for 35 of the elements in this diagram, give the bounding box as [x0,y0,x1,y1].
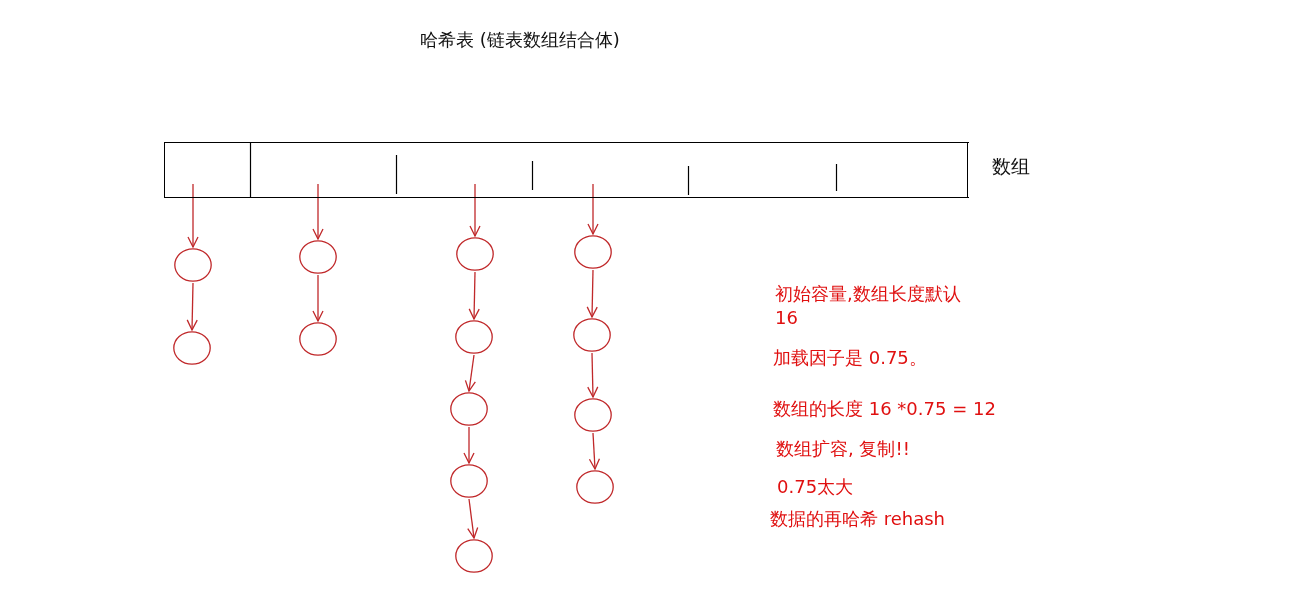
arrow [588,432,601,470]
arrow [464,354,476,392]
arrow [312,183,324,240]
note-text: 数组的长度 16 *0.75 = 12 [773,397,996,421]
list-node-circle [576,470,614,504]
list-node-circle [455,320,493,354]
arrow [587,352,599,398]
arrow [468,271,480,320]
list-node-circle [173,331,211,365]
list-node-circle [299,240,337,274]
arrow [463,426,475,464]
arrow [469,183,481,237]
arrow [586,269,598,318]
note-text: 数组扩容, 复制!! [776,437,910,461]
note-text: 初始容量,数组长度默认16 [775,282,962,330]
arrow [467,498,479,539]
list-node-circle [450,464,488,498]
list-node-circle [574,398,612,432]
array-bar [164,142,968,198]
title: 哈希表 (链表数组结合体) [420,28,620,52]
list-node-circle [455,539,493,573]
list-node-circle [456,237,494,271]
arrow [187,183,199,248]
arrow [587,183,599,235]
note-text: 数据的再哈希 rehash [770,507,946,531]
list-node-circle [174,248,212,282]
list-node-circle [573,318,611,352]
arrow [186,282,198,331]
array-label: 数组 [992,154,1030,179]
list-node-circle [574,235,612,269]
list-node-circle [299,322,337,356]
list-node-circle [450,392,488,426]
arrow [312,274,324,322]
note-text: 加载因子是 0.75。 [773,346,927,370]
note-text: 0.75太大 [777,475,854,499]
